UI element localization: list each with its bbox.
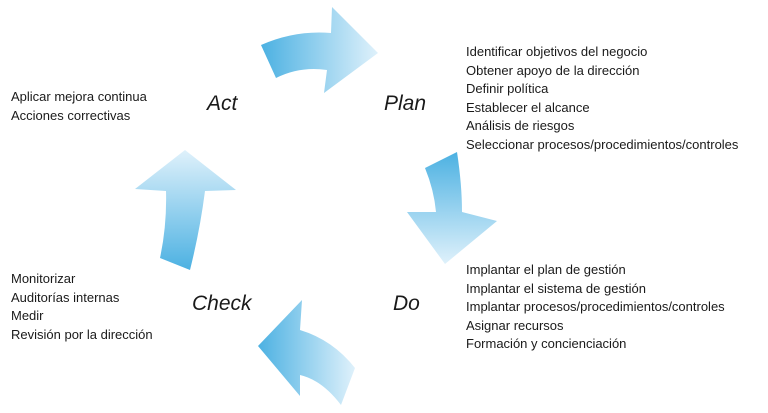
act-items-list: Aplicar mejora continua Acciones correct…	[11, 88, 147, 125]
list-item: Implantar procesos/procedimientos/contro…	[466, 299, 725, 315]
list-item: Análisis de riesgos	[466, 118, 575, 134]
phase-check-label: Check	[192, 292, 252, 315]
list-item: Medir	[11, 308, 44, 324]
arrow-plan-to-do	[407, 152, 497, 264]
list-item: Aplicar mejora continua	[11, 89, 147, 104]
list-item: Revisión por la dirección	[11, 326, 153, 342]
list-item: Identificar objetivos del negocio	[466, 44, 648, 59]
list-item: Implantar el sistema de gestión	[466, 280, 646, 296]
phase-do-label: Do	[393, 292, 420, 315]
list-item: Formación y concienciación	[466, 336, 627, 352]
list-item: Auditorías internas	[11, 289, 120, 305]
list-item: Monitorizar	[11, 271, 76, 286]
list-item: Implantar el plan de gestión	[466, 262, 626, 277]
list-item: Seleccionar procesos/procedimientos/cont…	[466, 136, 739, 152]
arrow-do-to-check	[258, 300, 355, 405]
list-item: Asignar recursos	[466, 317, 564, 333]
arrow-act-to-plan	[261, 7, 378, 93]
list-item: Establecer el alcance	[466, 99, 590, 115]
list-item: Definir política	[466, 81, 549, 97]
list-item: Acciones correctivas	[11, 107, 131, 123]
phase-plan-label: Plan	[384, 92, 427, 115]
arrow-check-to-act	[135, 150, 236, 270]
list-item: Obtener apoyo de la dirección	[466, 62, 640, 78]
plan-items-list: Identificar objetivos del negocio Obtene…	[466, 43, 738, 155]
do-items-list: Implantar el plan de gestión Implantar e…	[466, 261, 725, 354]
phase-act-label: Act	[207, 92, 238, 115]
check-items-list: Monitorizar Auditorías internas Medir Re…	[11, 270, 153, 344]
